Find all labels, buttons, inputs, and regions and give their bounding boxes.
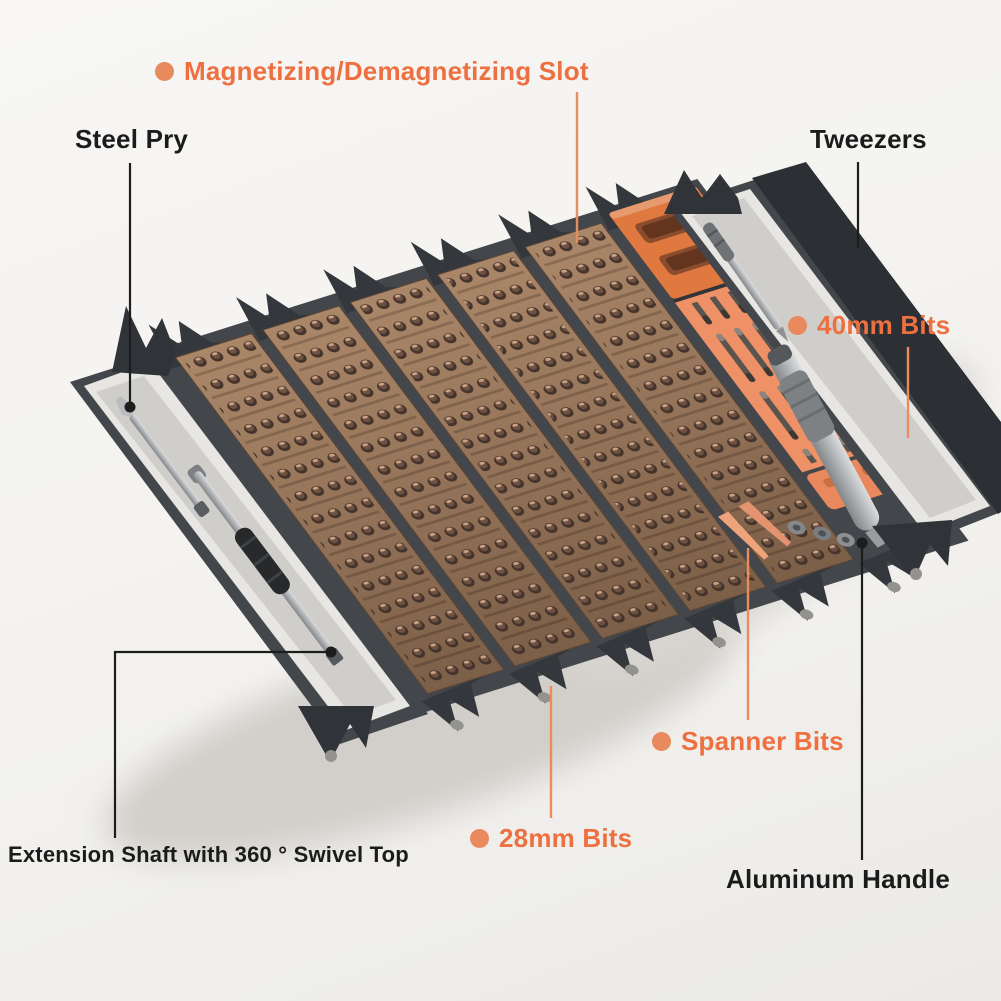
aluminum-handle-tool (767, 344, 885, 548)
label-steel-pry: Steel Pry (75, 124, 188, 155)
label-magnetizing-slot: Magnetizing/Demagnetizing Slot (155, 56, 589, 87)
left-rail (70, 354, 428, 744)
label-text: Spanner Bits (681, 726, 844, 756)
label-text: Tweezers (810, 124, 927, 154)
label-text: Magnetizing/Demagnetizing Slot (184, 56, 589, 86)
label-40mm-bits: 40mm Bits (788, 310, 950, 341)
steel-pry-tool (115, 396, 210, 518)
corner-wings (112, 170, 952, 762)
right-rail (668, 162, 1001, 548)
hinge-pin (325, 750, 337, 762)
leader-dot-aluminum-handle (856, 537, 868, 549)
tweezers-slot-strip (752, 162, 1001, 514)
bit-trays (174, 222, 854, 695)
label-text: Steel Pry (75, 124, 189, 154)
bottom-wing-dividers (421, 532, 930, 732)
bullet-dot-icon (155, 62, 174, 81)
top-wing-dividers (148, 182, 699, 369)
spanner-bits-cluster (718, 501, 855, 560)
leader-dot-extension-shaft (325, 646, 337, 658)
bullet-dot-icon (652, 732, 671, 751)
leader-dot-steel-pry (124, 401, 136, 413)
orange-leader-lines (549, 92, 910, 818)
label-aluminum-handle: Aluminum Handle (726, 864, 950, 895)
bullet-dot-icon (788, 316, 807, 335)
label-28mm-bits: 28mm Bits (470, 823, 632, 854)
label-text: 40mm Bits (817, 310, 951, 340)
leader-extension-shaft (113, 650, 327, 838)
label-spanner-bits: Spanner Bits (652, 726, 844, 757)
hinge-pin (910, 568, 922, 580)
label-text: Extension Shaft with 360 ° Swivel Top (8, 842, 409, 867)
label-text: 28mm Bits (499, 823, 633, 853)
label-tweezers: Tweezers (810, 124, 927, 155)
tweezers-tool (703, 222, 789, 342)
extension-shaft-tool (187, 464, 344, 666)
label-extension-shaft: Extension Shaft with 360 ° Swivel Top (8, 842, 409, 868)
label-text: Aluminum Handle (726, 864, 951, 894)
black-leader-lines (113, 162, 864, 860)
bullet-dot-icon (470, 829, 489, 848)
